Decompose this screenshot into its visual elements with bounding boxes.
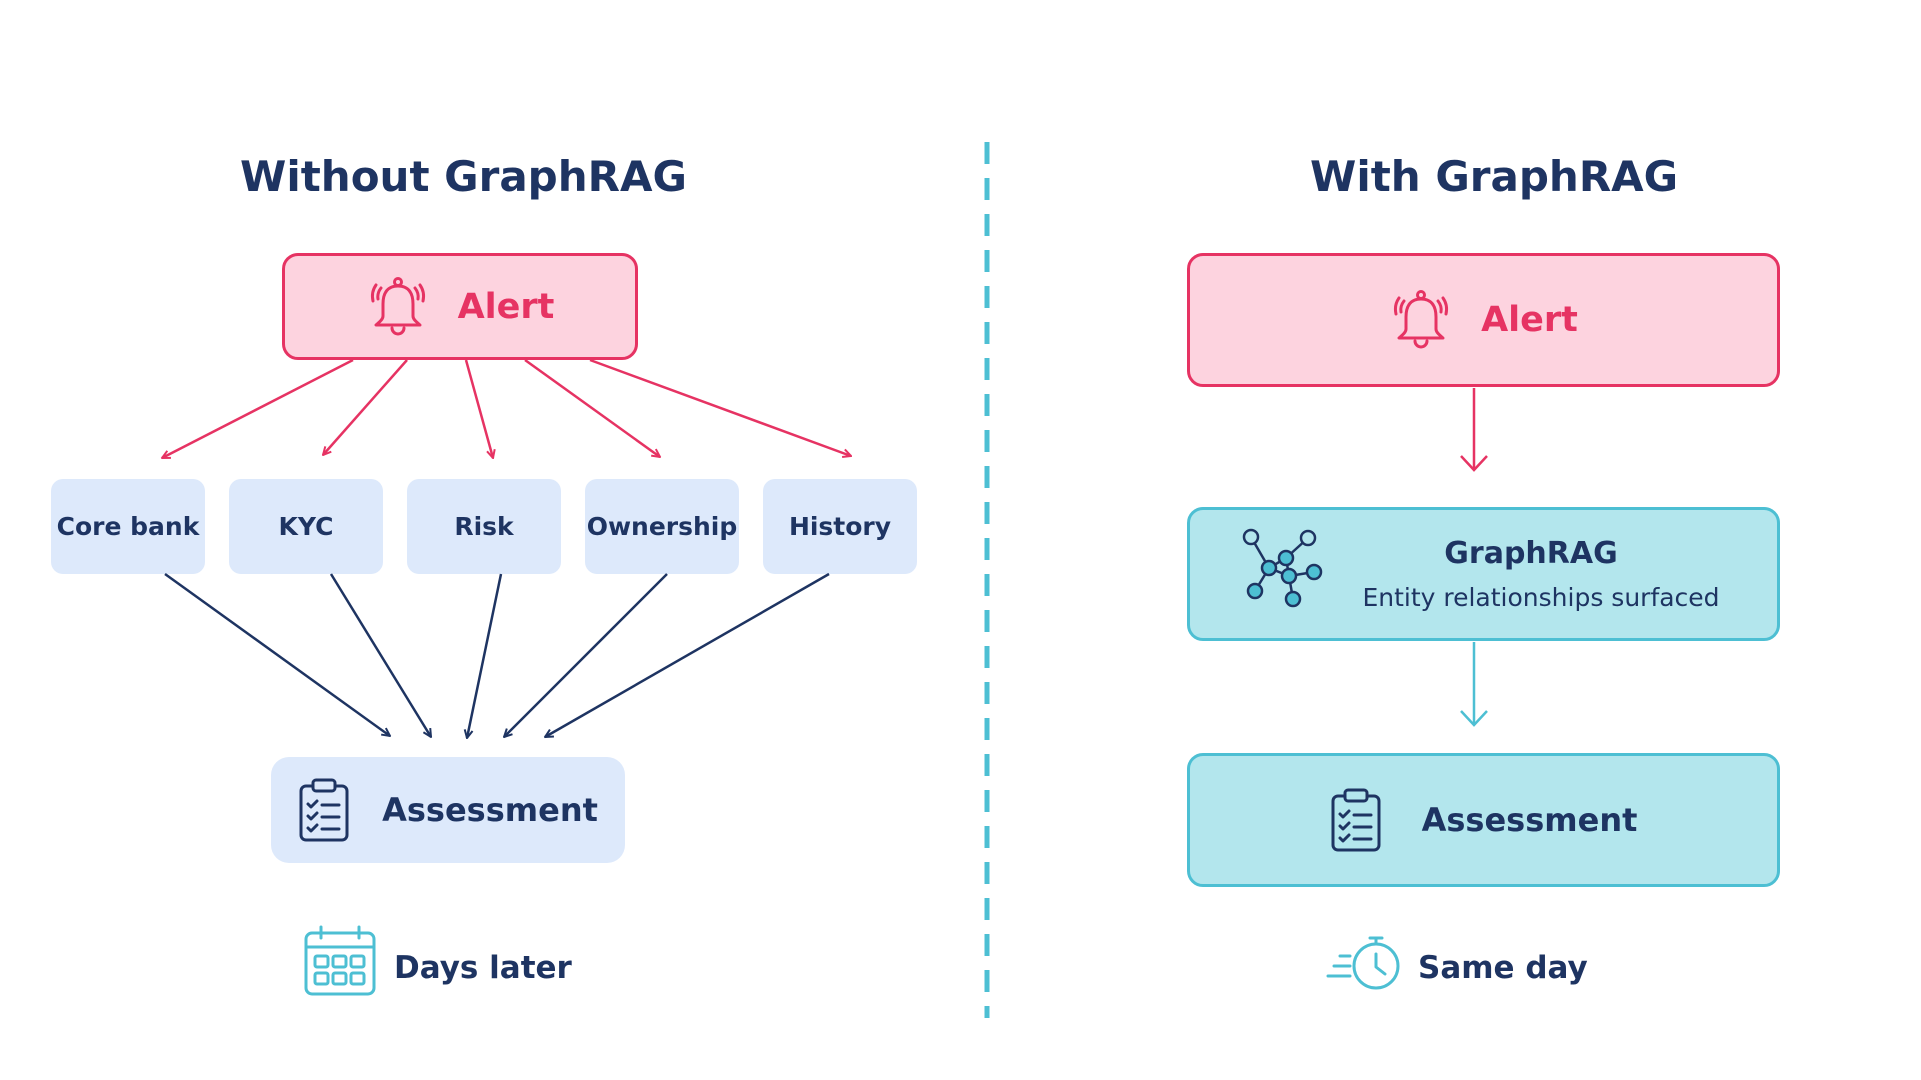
network-graph-icon bbox=[1242, 528, 1330, 616]
source-ownership: Ownership bbox=[585, 479, 739, 574]
source-kyc: KYC bbox=[229, 479, 383, 574]
source-core-bank: Core bank bbox=[51, 479, 205, 574]
arrow-core-bank-to-assessment bbox=[164, 572, 390, 736]
arrow-ownership-to-assessment bbox=[504, 573, 668, 737]
left-title: Without GraphRAG bbox=[240, 152, 687, 201]
right-alert-box: Alert bbox=[1187, 253, 1780, 387]
arrow-kyc-to-assessment bbox=[329, 573, 431, 737]
left-alert-box: Alert bbox=[282, 253, 638, 360]
arrowhead-alert-to-graphrag bbox=[1460, 455, 1488, 472]
arrow-alert-to-history bbox=[589, 358, 851, 456]
bell-icon bbox=[1389, 288, 1453, 352]
graphrag-box: GraphRAG Entity relationships surfaced bbox=[1187, 507, 1780, 641]
right-alert-label: Alert bbox=[1481, 300, 1578, 340]
left-assessment-label: Assessment bbox=[382, 791, 598, 829]
source-history: History bbox=[763, 479, 917, 574]
arrow-alert-to-ownership bbox=[524, 358, 660, 457]
arrow-risk-to-assessment bbox=[467, 573, 503, 738]
right-assessment-label: Assessment bbox=[1421, 801, 1638, 839]
arrowhead-graphrag-to-assessment bbox=[1460, 710, 1488, 727]
left-assessment-box: Assessment bbox=[271, 757, 625, 863]
clipboard-icon bbox=[298, 778, 350, 842]
right-assessment-box: Assessment bbox=[1187, 753, 1780, 887]
arrow-alert-to-core-bank bbox=[162, 358, 354, 460]
source-risk: Risk bbox=[407, 479, 561, 574]
left-alert-label: Alert bbox=[457, 286, 555, 327]
left-footer-label: Days later bbox=[394, 950, 572, 986]
clipboard-icon bbox=[1330, 788, 1382, 852]
stopwatch-icon bbox=[1326, 934, 1402, 996]
right-title: With GraphRAG bbox=[1310, 152, 1679, 201]
bell-icon bbox=[366, 275, 430, 339]
arrow-alert-to-risk bbox=[464, 359, 493, 458]
graphrag-subtitle: Entity relationships surfaced bbox=[1362, 583, 1720, 612]
arrow-history-to-assessment bbox=[545, 572, 830, 737]
graphrag-title: GraphRAG bbox=[1444, 536, 1618, 571]
right-footer-label: Same day bbox=[1418, 950, 1588, 986]
arrow-alert-to-kyc bbox=[323, 359, 408, 455]
calendar-icon bbox=[303, 925, 377, 1001]
